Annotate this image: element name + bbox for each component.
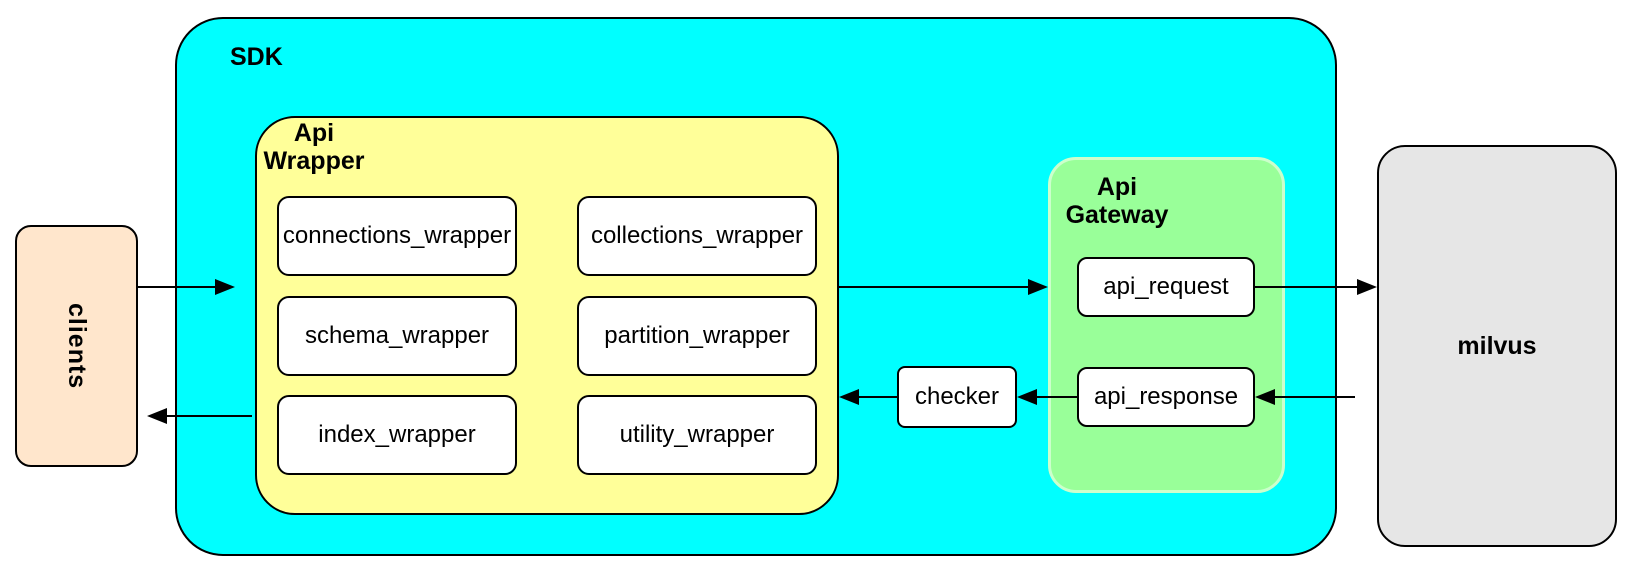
arrowhead-left-icon: [147, 408, 167, 424]
arrowhead-right-icon: [1357, 279, 1377, 295]
node-milvus: milvus: [1377, 145, 1617, 547]
node-api-request: api_request: [1077, 257, 1255, 317]
arrowhead-right-icon: [1028, 279, 1048, 295]
api-gateway-container: [1048, 157, 1285, 493]
arrowhead-right-icon: [215, 279, 235, 295]
arrow-apiwrapper-to-apigateway: [839, 279, 1048, 295]
node-connections-wrapper: connections_wrapper: [277, 196, 517, 276]
node-schema-wrapper: schema_wrapper: [277, 296, 517, 376]
arrow-shaft: [138, 286, 219, 288]
node-checker: checker: [897, 366, 1017, 428]
arrow-shaft: [839, 286, 1032, 288]
sdk-label: SDK: [230, 43, 283, 71]
arrow-milvus-to-apiresponse: [1255, 389, 1355, 405]
arrow-shaft: [1271, 396, 1355, 398]
arrow-shaft: [1033, 396, 1077, 398]
arrow-apiresponse-to-checker: [1017, 389, 1077, 405]
node-index-wrapper: index_wrapper: [277, 395, 517, 475]
node-utility-wrapper: utility_wrapper: [577, 395, 817, 475]
node-collections-wrapper: collections_wrapper: [577, 196, 817, 276]
arrow-clients-to-sdk: [138, 279, 235, 295]
api-wrapper-label: Api Wrapper: [263, 119, 365, 175]
arrow-shaft: [1255, 286, 1361, 288]
node-clients: clients: [15, 225, 138, 467]
arrow-sdk-to-clients: [147, 408, 252, 424]
arrow-shaft: [855, 396, 897, 398]
api-gateway-label: Api Gateway: [1065, 173, 1169, 229]
arrow-shaft: [163, 415, 252, 417]
node-partition-wrapper: partition_wrapper: [577, 296, 817, 376]
arrowhead-left-icon: [839, 389, 859, 405]
clients-label: clients: [63, 302, 91, 390]
arrow-checker-to-apiwrapper: [839, 389, 897, 405]
node-api-response: api_response: [1077, 367, 1255, 427]
arrowhead-left-icon: [1017, 389, 1037, 405]
arrowhead-left-icon: [1255, 389, 1275, 405]
arrow-apirequest-to-milvus: [1255, 279, 1377, 295]
